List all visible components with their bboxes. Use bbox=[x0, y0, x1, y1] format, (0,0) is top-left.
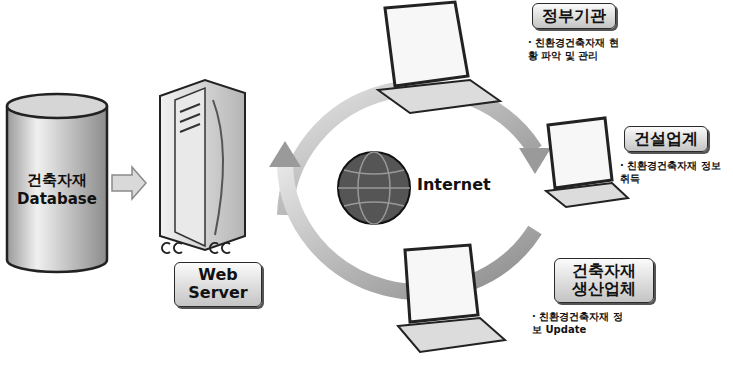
user-node: 건축자재 생산업체 · 친환경건축자재 정보 Update bbox=[532, 258, 658, 336]
laptop-icon bbox=[546, 118, 628, 207]
laptop-icon bbox=[398, 245, 505, 352]
user-node: 정부기관 · 친환경건축자재 현황 파악 및 관리 bbox=[528, 3, 628, 62]
cycle-arrowhead bbox=[269, 141, 301, 167]
laptop-icon bbox=[378, 2, 500, 113]
laptop-base bbox=[546, 183, 628, 207]
server-caster bbox=[210, 243, 230, 253]
laptop-screen bbox=[405, 245, 478, 322]
user-node: 건설업계 · 친환경건축자재 정보 취득 bbox=[620, 126, 730, 185]
internet-label: Internet bbox=[415, 175, 493, 194]
server-node: Web Server bbox=[148, 72, 273, 320]
globe-parallel bbox=[344, 170, 404, 206]
server-icon bbox=[160, 80, 245, 253]
globe bbox=[338, 152, 410, 224]
block-arrow bbox=[112, 167, 146, 199]
database-cylinder: 건축자재 Database bbox=[4, 92, 110, 274]
globe-equator bbox=[338, 187, 410, 189]
internet-globe: Internet bbox=[336, 148, 488, 228]
server-caster bbox=[162, 243, 182, 253]
server-curve bbox=[213, 100, 223, 235]
laptop-screen bbox=[548, 118, 612, 188]
server-front bbox=[175, 88, 205, 246]
cylinder-top bbox=[7, 94, 107, 118]
laptop-base bbox=[398, 318, 505, 352]
server-body bbox=[160, 80, 245, 250]
server-slot bbox=[180, 114, 200, 122]
note-text: · 친환경건축자재 정보 취득 bbox=[620, 159, 726, 185]
heading-box: 건축자재 생산업체 bbox=[554, 258, 654, 303]
database-label: 건축자재 Database bbox=[17, 171, 97, 210]
server-slot bbox=[180, 124, 200, 132]
cycle-arrowhead bbox=[519, 148, 551, 174]
note-text: · 친환경건축자재 정보 Update bbox=[532, 310, 628, 336]
cylinder-body bbox=[7, 106, 107, 272]
note-text: · 친환경건축자재 현황 파악 및 관리 bbox=[528, 36, 622, 62]
server-label: Web Server bbox=[174, 262, 262, 307]
server-slot bbox=[180, 104, 200, 112]
heading-box: 정부기관 bbox=[532, 3, 616, 29]
heading-box: 건설업계 bbox=[624, 126, 708, 152]
laptop-base bbox=[378, 80, 500, 113]
laptop-screen bbox=[385, 2, 468, 86]
